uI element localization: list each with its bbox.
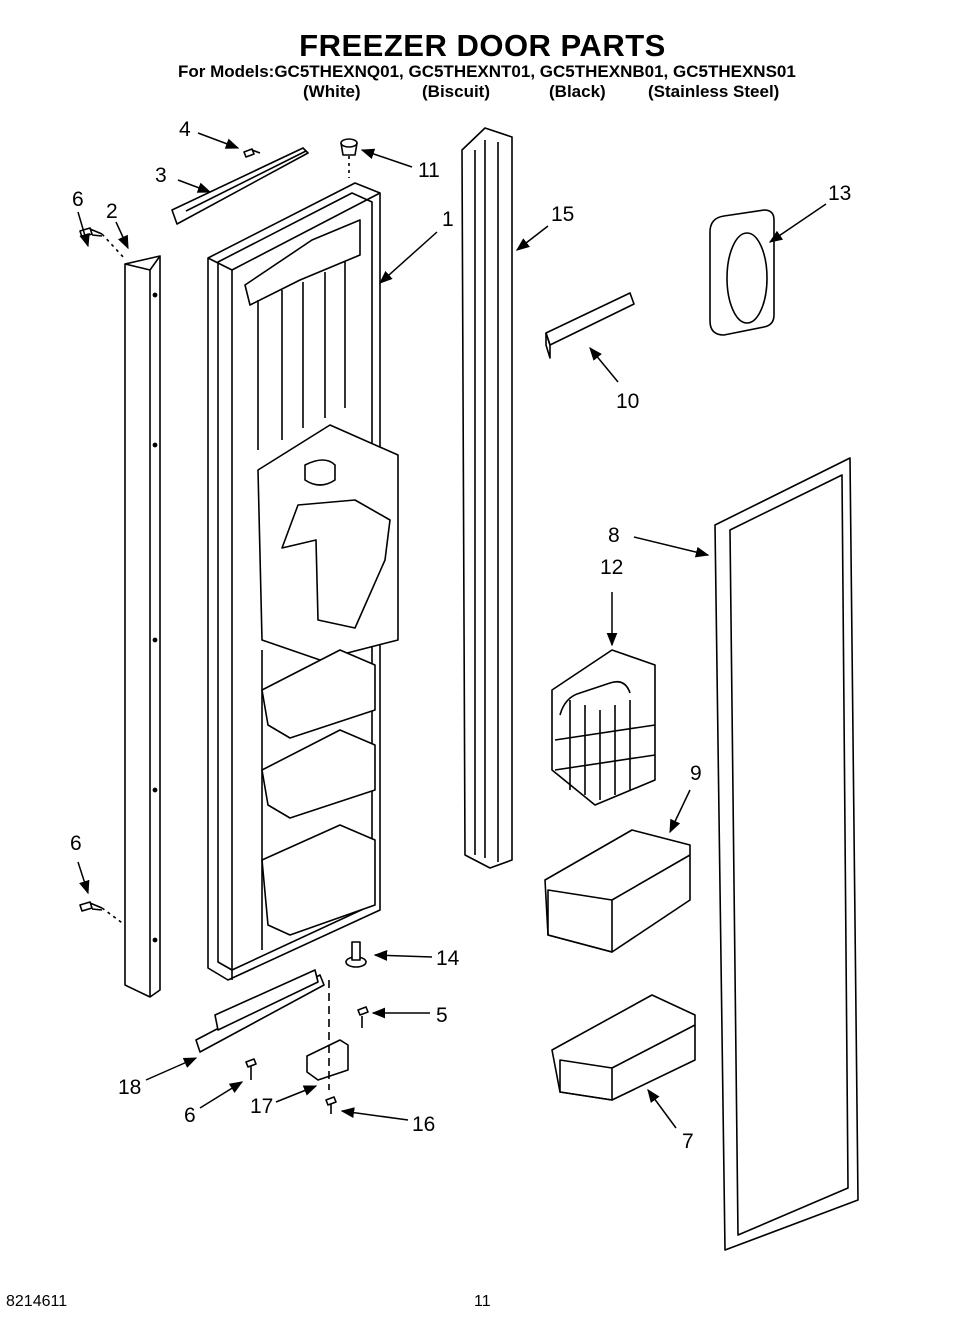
finish-biscuit: (Biscuit) [422, 82, 490, 101]
part-13-cover [709, 209, 775, 336]
callout-12: 12 [600, 556, 623, 579]
leader-arrows [77, 132, 827, 1129]
document-number: 8214611 [6, 1293, 68, 1310]
part-6-screw-lower [79, 901, 126, 926]
callout-6-lower: 6 [70, 832, 82, 855]
part-3-top-cap [171, 147, 309, 225]
part-12-basket [551, 649, 656, 806]
page-title: FREEZER DOOR PARTS [299, 28, 666, 63]
part-15-gasket [461, 127, 513, 869]
part-6-screw-bottom [245, 1058, 257, 1080]
part-17-hinge-bracket [306, 1039, 349, 1081]
callout-8: 8 [608, 524, 620, 547]
finish-white: (White) [303, 82, 361, 101]
part-10-trim [545, 292, 635, 359]
page-number: 11 [474, 1293, 491, 1310]
callout-numbers: 1 2 3 4 5 6 6 6 7 8 9 10 11 12 13 14 15 … [70, 118, 851, 1153]
callout-18: 18 [118, 1076, 141, 1099]
callout-6-upper: 6 [72, 188, 84, 211]
part-8-gasket [714, 457, 859, 1251]
callout-5: 5 [436, 1004, 448, 1027]
part-9-door-bin [544, 829, 691, 953]
callout-15: 15 [551, 203, 574, 226]
finish-stainless: (Stainless Steel) [648, 82, 780, 101]
part-14-hinge-pin [345, 941, 367, 968]
part-18-hinge-plate [195, 969, 325, 1053]
callout-4: 4 [179, 118, 191, 141]
part-11-plug [340, 138, 358, 178]
part-4-screw [243, 148, 261, 158]
finish-black: (Black) [549, 82, 606, 101]
callout-7: 7 [682, 1130, 694, 1153]
part-7-door-bin [551, 994, 696, 1101]
callout-1: 1 [442, 208, 454, 231]
callout-10: 10 [616, 390, 639, 413]
part-5-screw [357, 1006, 369, 1028]
callout-9: 9 [690, 762, 702, 785]
part-2-door-trim [124, 255, 161, 998]
callout-17: 17 [250, 1095, 273, 1118]
callout-11: 11 [418, 159, 440, 182]
callout-16: 16 [412, 1113, 435, 1136]
callout-13: 13 [828, 182, 851, 205]
part-1-door-liner [207, 182, 399, 981]
callout-3: 3 [155, 164, 167, 187]
callout-14: 14 [436, 947, 460, 970]
callout-2: 2 [106, 200, 118, 223]
callout-6-bottom: 6 [184, 1104, 196, 1127]
models-line: For Models:GC5THEXNQ01, GC5THEXNT01, GC5… [178, 62, 796, 81]
part-16-screw [325, 1096, 337, 1114]
